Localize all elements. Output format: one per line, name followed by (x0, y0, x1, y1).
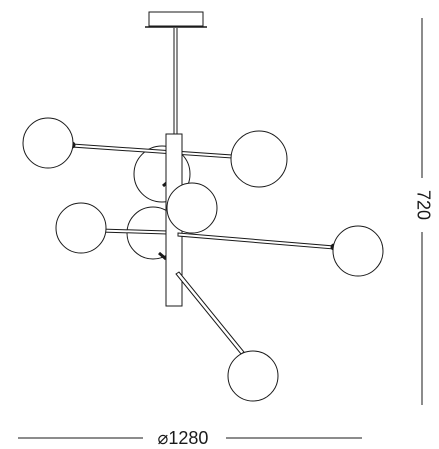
suspension-rod (173, 28, 178, 134)
ceiling-canopy (145, 11, 207, 28)
globe-bottom (227, 350, 279, 402)
height-label: 720 (413, 190, 433, 220)
arm-lower-diagonal (175, 271, 245, 355)
globe-center (166, 182, 218, 234)
diameter-label: ⌀1280 (158, 428, 209, 448)
globe-right (332, 225, 384, 277)
globe-upper-right (230, 130, 288, 188)
height-dimension: 720 (413, 18, 433, 405)
globe-upper-left (22, 117, 74, 169)
arm-right-long (177, 232, 338, 251)
globe-middle-left (55, 202, 107, 254)
arm-rear-lower (158, 251, 167, 261)
diameter-dimension: ⌀1280 (18, 428, 362, 448)
